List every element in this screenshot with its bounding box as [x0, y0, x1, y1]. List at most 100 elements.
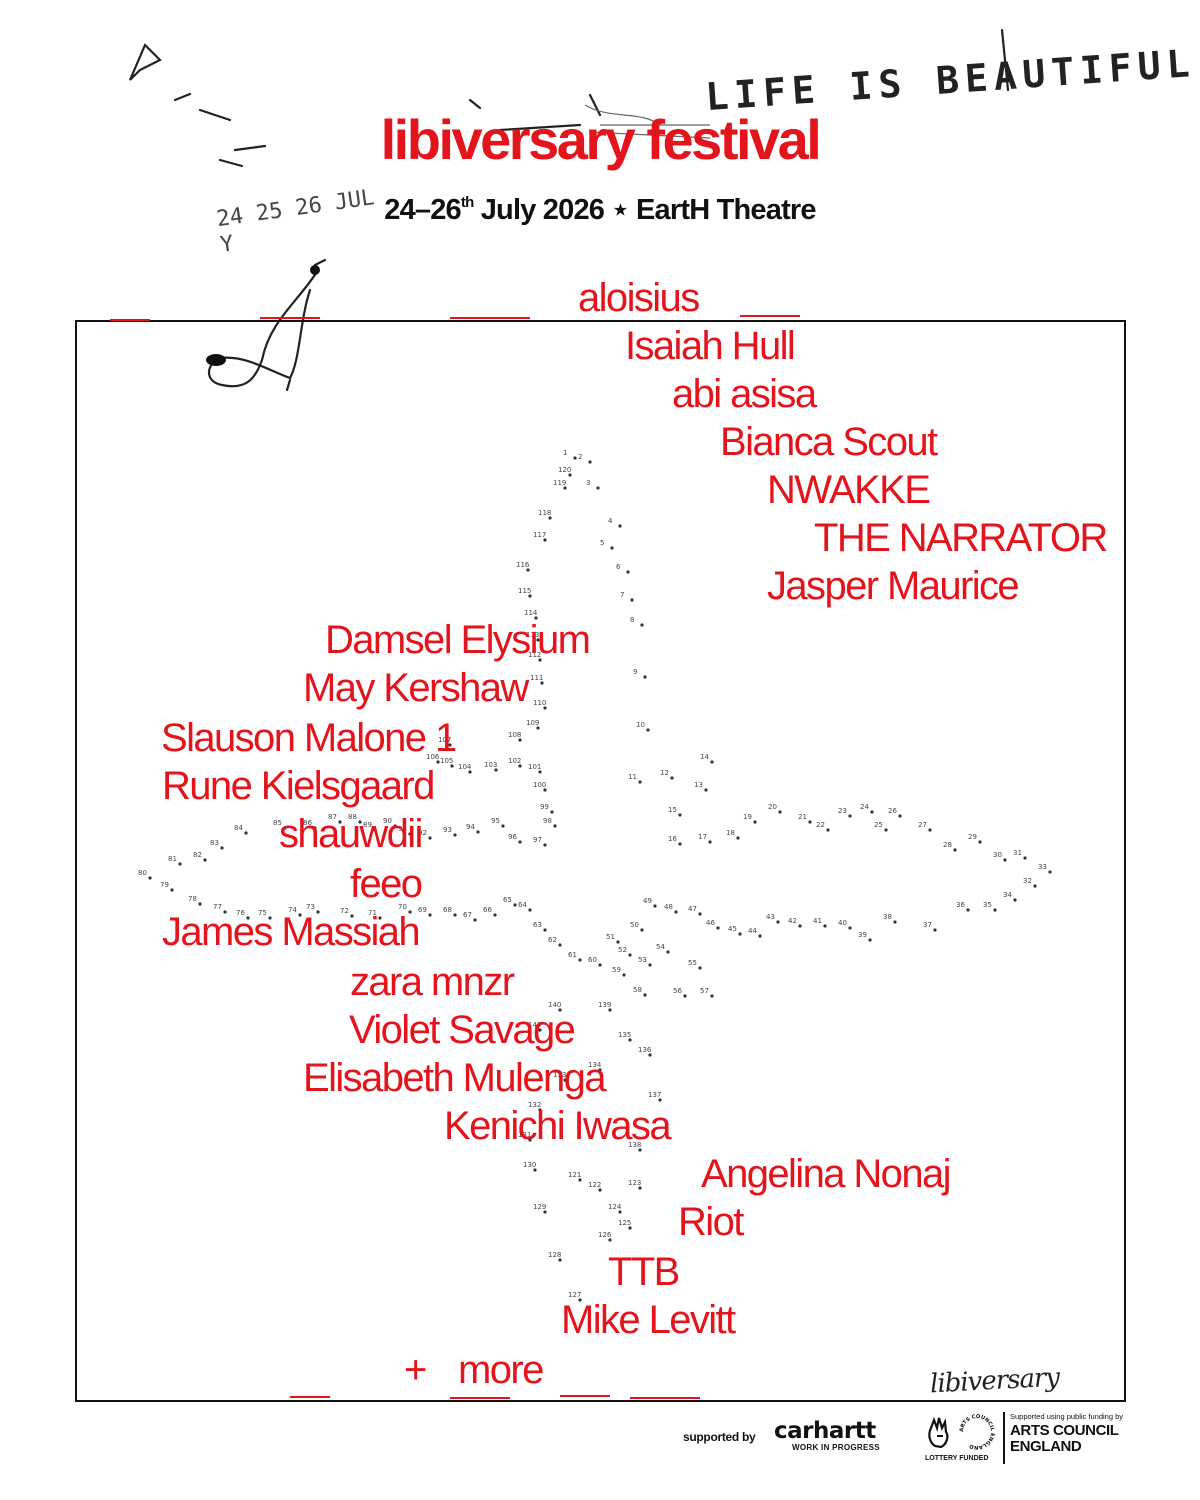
artist-feeo: feeo [350, 862, 423, 906]
svg-text:11: 11 [628, 773, 637, 781]
svg-text:40: 40 [838, 919, 847, 927]
svg-text:103: 103 [484, 761, 497, 769]
svg-text:33: 33 [1038, 863, 1047, 871]
supported-by-label: supported by [683, 1430, 756, 1444]
svg-text:25: 25 [874, 821, 883, 829]
svg-text:6: 6 [616, 563, 621, 571]
festival-dates-venue: 24–26th July 2026 ⋆ EartH Theatre [0, 192, 1200, 227]
artist-bianca-scout: Bianca Scout [720, 420, 938, 464]
svg-text:125: 125 [618, 1219, 631, 1227]
svg-text:59: 59 [612, 966, 621, 974]
svg-text:117: 117 [533, 531, 546, 539]
svg-text:114: 114 [524, 609, 538, 617]
svg-text:139: 139 [598, 1001, 611, 1009]
artist-violet-savage: Violet Savage [349, 1008, 576, 1052]
svg-text:94: 94 [466, 823, 475, 831]
artist-may-kershaw: May Kershaw [303, 666, 529, 710]
svg-text:34: 34 [1003, 891, 1012, 899]
svg-text:45: 45 [728, 925, 737, 933]
artist-the-narrator: THE NARRATOR [814, 516, 1108, 560]
svg-text:134: 134 [588, 1061, 602, 1069]
svg-text:78: 78 [188, 895, 197, 903]
artist-ttb: TTB [608, 1250, 680, 1294]
svg-text:24: 24 [860, 803, 869, 811]
svg-text:2: 2 [578, 453, 582, 461]
svg-text:112: 112 [528, 651, 541, 659]
more-plus: + [404, 1348, 427, 1392]
dates-venue: July 2026 ⋆ EartH Theatre [473, 194, 817, 226]
svg-text:119: 119 [553, 479, 566, 487]
svg-text:81: 81 [168, 855, 177, 863]
svg-text:87: 87 [328, 813, 337, 821]
lottery-hand-icon [928, 1416, 949, 1449]
arts-council-block: Supported using public funding by ARTS C… [1010, 1412, 1160, 1456]
svg-text:42: 42 [788, 917, 797, 925]
svg-text:27: 27 [918, 821, 927, 829]
svg-text:17: 17 [698, 833, 707, 841]
artist-damsel-elysium: Damsel Elysium [325, 618, 591, 662]
svg-text:76: 76 [236, 909, 245, 917]
svg-text:102: 102 [508, 757, 521, 765]
svg-text:140: 140 [548, 1001, 561, 1009]
artist-elisabeth-mulenga: Elisabeth Mulenga [303, 1056, 607, 1100]
svg-text:124: 124 [608, 1203, 622, 1211]
svg-text:36: 36 [956, 901, 965, 909]
arts-council-line2: ENGLAND [1010, 1438, 1082, 1455]
svg-text:88: 88 [348, 813, 357, 821]
svg-text:44: 44 [748, 927, 757, 935]
svg-text:133: 133 [553, 1071, 566, 1079]
svg-text:4: 4 [608, 517, 613, 525]
svg-text:84: 84 [234, 824, 243, 832]
svg-text:132: 132 [528, 1101, 541, 1109]
poster-frame [75, 320, 1126, 1402]
svg-text:14: 14 [700, 753, 709, 761]
frame-red-marks [110, 315, 800, 1399]
svg-text:54: 54 [656, 943, 665, 951]
svg-text:109: 109 [526, 719, 539, 727]
artist-angelina-nonaj: Angelina Nonaj [701, 1152, 952, 1196]
svg-text:46: 46 [706, 919, 715, 927]
svg-text:105: 105 [440, 757, 453, 765]
svg-text:70: 70 [398, 903, 407, 911]
svg-text:100: 100 [533, 781, 546, 789]
arts-council-ring-text: ARTS COUNCIL ENGLAND [959, 1414, 995, 1450]
svg-text:122: 122 [588, 1181, 601, 1189]
svg-text:85: 85 [273, 819, 282, 827]
svg-text:64: 64 [518, 901, 527, 909]
svg-text:55: 55 [688, 959, 697, 967]
svg-text:53: 53 [638, 956, 647, 964]
svg-text:113: 113 [526, 631, 539, 639]
svg-text:136: 136 [638, 1046, 652, 1054]
artist-riot: Riot [678, 1200, 744, 1244]
svg-text:82: 82 [193, 851, 202, 859]
svg-text:118: 118 [538, 509, 551, 517]
svg-text:71: 71 [368, 909, 377, 917]
svg-text:18: 18 [726, 829, 735, 837]
svg-text:67: 67 [463, 911, 472, 919]
svg-text:50: 50 [630, 921, 639, 929]
svg-text:62: 62 [548, 936, 557, 944]
svg-text:29: 29 [968, 833, 977, 841]
svg-text:20: 20 [768, 803, 777, 811]
svg-text:30: 30 [993, 851, 1002, 859]
svg-text:69: 69 [418, 906, 427, 914]
artist-slauson-malone-1: Slauson Malone 1 [161, 716, 457, 760]
dates-ordinal: th [460, 194, 474, 211]
svg-text:10: 10 [636, 721, 645, 729]
svg-text:126: 126 [598, 1231, 612, 1239]
svg-text:9: 9 [633, 668, 637, 676]
svg-text:5: 5 [600, 539, 604, 547]
svg-text:108: 108 [508, 731, 521, 739]
svg-text:99: 99 [540, 803, 549, 811]
svg-text:51: 51 [606, 933, 615, 941]
svg-text:12: 12 [660, 769, 669, 777]
svg-text:111: 111 [530, 674, 543, 682]
svg-text:95: 95 [491, 817, 500, 825]
artist-rune-kielsgaard: Rune Kielsgaard [162, 764, 435, 808]
svg-text:60: 60 [588, 956, 597, 964]
artist-aloisius: aloisius [578, 276, 700, 320]
svg-text:31: 31 [1013, 849, 1022, 857]
svg-text:79: 79 [160, 881, 169, 889]
carhartt-wordmark: carhartt [774, 1418, 876, 1444]
svg-text:61: 61 [568, 951, 577, 959]
